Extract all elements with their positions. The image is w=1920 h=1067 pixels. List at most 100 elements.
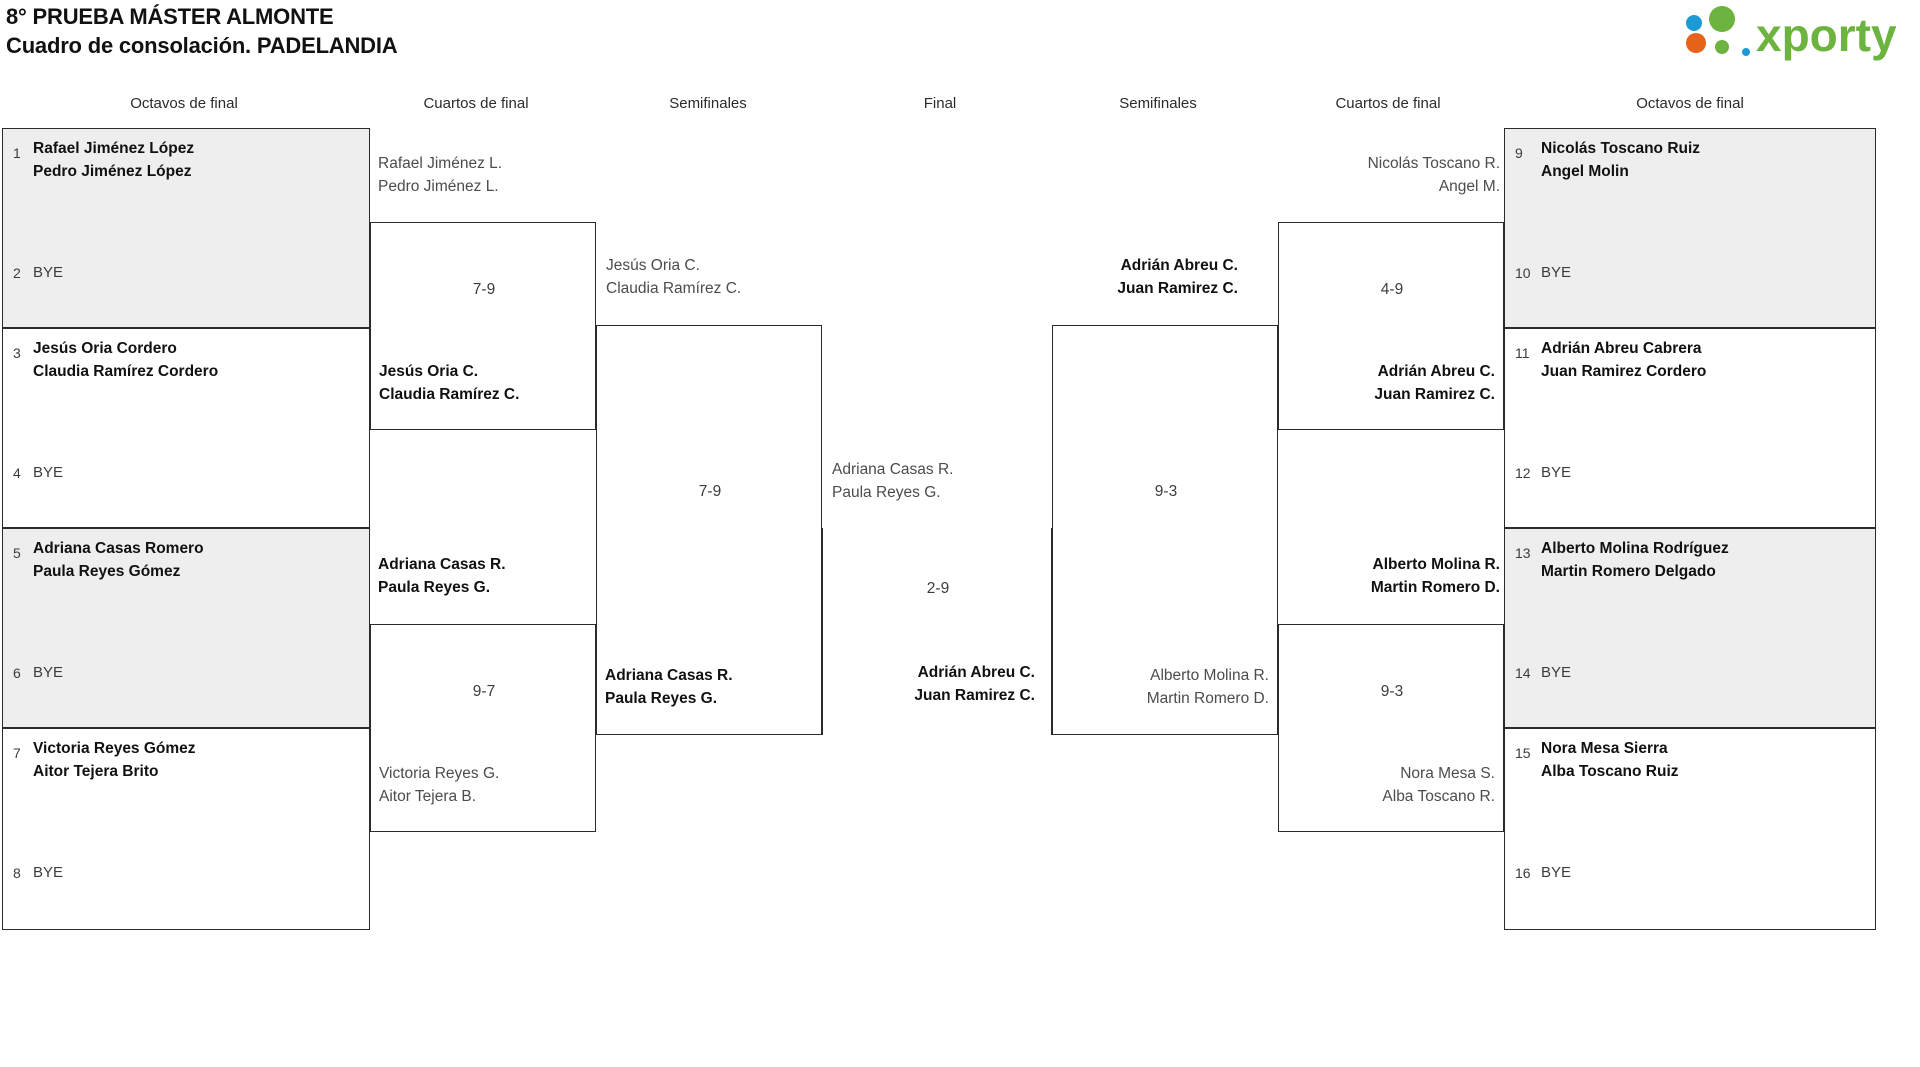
player-name: Rafael Jiménez L. — [378, 155, 503, 172]
match-right-r16-4[interactable]: 15 Nora Mesa Sierra Alba Toscano Ruiz 16… — [1504, 728, 1876, 930]
player-name: Angel M. — [1438, 178, 1500, 195]
bye-label: BYE — [33, 264, 64, 281]
player-name: Angel Molin — [1541, 163, 1629, 180]
player-name: Adriana Casas R. — [832, 461, 954, 478]
seed-number: 5 — [13, 545, 21, 561]
bye-label: BYE — [1541, 264, 1572, 281]
match-right-sf-1[interactable]: 9-3 Alberto Molina R. Martin Romero D. — [1052, 325, 1278, 735]
player-name: Claudia Ramírez C. — [379, 386, 520, 403]
player-name: Adriana Casas R. — [605, 667, 733, 684]
match-score: 9-3 — [1380, 683, 1404, 700]
seed-number: 11 — [1515, 345, 1530, 361]
player-name: Alberto Molina R. — [1150, 667, 1269, 684]
page-title: 8° PRUEBA MÁSTER ALMONTE Cuadro de conso… — [6, 2, 398, 60]
bye-label: BYE — [33, 864, 64, 881]
player-name: Pedro Jiménez López — [33, 163, 192, 180]
player-name: Nicolás Toscano R. — [1367, 155, 1500, 172]
player-name: Aitor Tejera Brito — [33, 763, 159, 780]
xporty-logo[interactable]: xporty — [1678, 6, 1908, 64]
seed-number: 1 — [13, 145, 21, 161]
match-left-qf-1[interactable]: 7-9 Jesús Oria C. Claudia Ramírez C. — [370, 222, 596, 430]
player-name: Adriana Casas Romero — [33, 540, 204, 557]
player-name: Martin Romero D. — [1146, 690, 1269, 707]
player-name: Claudia Ramírez Cordero — [33, 363, 219, 380]
player-name: Alberto Molina R. — [1372, 556, 1500, 573]
match-left-r16-4[interactable]: 7 Victoria Reyes Gómez Aitor Tejera Brit… — [2, 728, 370, 930]
match-left-qf-2[interactable]: 9-7 Victoria Reyes G. Aitor Tejera B. — [370, 624, 596, 832]
seed-number: 3 — [13, 345, 21, 361]
match-final[interactable]: 2-9 Adrián Abreu C. Juan Ramirez C. — [822, 528, 1052, 735]
player-name: Nicolás Toscano Ruiz — [1541, 140, 1701, 157]
player-name: Alba Toscano R. — [1382, 788, 1495, 805]
match-score: 7-9 — [472, 281, 496, 298]
match-left-r16-3[interactable]: 5 Adriana Casas Romero Paula Reyes Gómez… — [2, 528, 370, 728]
match-left-r16-1[interactable]: 1 Rafael Jiménez López Pedro Jiménez Lóp… — [2, 128, 370, 328]
round-header-left-qf: Cuartos de final — [423, 95, 529, 112]
match-score: 9-7 — [472, 683, 496, 700]
match-left-r16-2[interactable]: 3 Jesús Oria Cordero Claudia Ramírez Cor… — [2, 328, 370, 528]
match-right-r16-2[interactable]: 11 Adrián Abreu Cabrera Juan Ramirez Cor… — [1504, 328, 1876, 528]
match-left-sf-1[interactable]: 7-9 Adriana Casas R. Paula Reyes G. — [596, 325, 822, 735]
seed-number: 6 — [13, 665, 21, 681]
bye-label: BYE — [1541, 664, 1572, 681]
player-name: Paula Reyes G. — [832, 484, 941, 501]
round-header-right-qf: Cuartos de final — [1335, 95, 1441, 112]
seed-number: 2 — [13, 265, 21, 281]
seed-number: 8 — [13, 865, 21, 881]
player-name: Adrián Abreu C. — [1377, 363, 1495, 380]
seed-number: 12 — [1515, 465, 1531, 481]
player-name: Jesús Oria C. — [606, 257, 700, 274]
match-score: 2-9 — [926, 580, 950, 597]
player-name: Paula Reyes G. — [605, 690, 718, 707]
match-right-qf-2[interactable]: 9-3 Nora Mesa S. Alba Toscano R. — [1278, 624, 1504, 832]
seed-number: 16 — [1515, 865, 1531, 881]
match-right-qf-1[interactable]: 4-9 Adrián Abreu C. Juan Ramirez C. — [1278, 222, 1504, 430]
player-name: Victoria Reyes G. — [379, 765, 500, 782]
bye-label: BYE — [1541, 464, 1572, 481]
player-name: Rafael Jiménez López — [33, 140, 195, 157]
round-header-right-sf: Semifinales — [1119, 95, 1197, 112]
match-right-r16-1[interactable]: 9 Nicolás Toscano Ruiz Angel Molin 10 BY… — [1504, 128, 1876, 328]
player-name: Alberto Molina Rodríguez — [1541, 540, 1729, 557]
player-name: Juan Ramirez C. — [914, 687, 1035, 704]
match-score: 9-3 — [1154, 483, 1178, 500]
player-name: Juan Ramirez Cordero — [1541, 363, 1707, 380]
player-name: Martin Romero D. — [1370, 579, 1500, 596]
bye-label: BYE — [33, 464, 64, 481]
player-name: Juan Ramirez C. — [1117, 280, 1238, 297]
player-name: Victoria Reyes Gómez — [33, 740, 196, 757]
round-header-right-r16: Octavos de final — [1636, 95, 1744, 112]
player-name: Martin Romero Delgado — [1541, 563, 1716, 580]
seed-number: 4 — [13, 465, 21, 481]
seed-number: 13 — [1515, 545, 1531, 561]
player-name: Aitor Tejera B. — [379, 788, 477, 805]
seed-number: 14 — [1515, 665, 1531, 681]
player-name: Adrián Abreu C. — [917, 664, 1035, 681]
seed-number: 10 — [1515, 265, 1531, 281]
player-name: Juan Ramirez C. — [1374, 386, 1495, 403]
player-name: Adriana Casas R. — [378, 556, 506, 573]
seed-number: 7 — [13, 745, 21, 761]
match-score: 7-9 — [698, 483, 722, 500]
player-name: Jesús Oria Cordero — [33, 340, 177, 357]
player-name: Pedro Jiménez L. — [378, 178, 499, 195]
player-name: Adrián Abreu C. — [1120, 257, 1238, 274]
player-name: Paula Reyes G. — [378, 579, 491, 596]
round-header-final: Final — [923, 95, 957, 112]
logo-wordmark: xporty — [1756, 9, 1897, 61]
player-name: Adrián Abreu Cabrera — [1541, 340, 1702, 357]
title-line-2: Cuadro de consolación. PADELANDIA — [6, 33, 398, 58]
player-name: Nora Mesa S. — [1400, 765, 1495, 782]
seed-number: 9 — [1515, 145, 1523, 161]
player-name: Nora Mesa Sierra — [1541, 740, 1668, 757]
title-line-1: 8° PRUEBA MÁSTER ALMONTE — [6, 4, 334, 29]
player-name: Claudia Ramírez C. — [606, 280, 742, 297]
bye-label: BYE — [33, 664, 64, 681]
match-right-r16-3[interactable]: 13 Alberto Molina Rodríguez Martin Romer… — [1504, 528, 1876, 728]
match-score: 4-9 — [1380, 281, 1404, 298]
logo-dots — [1686, 6, 1750, 56]
seed-number: 15 — [1515, 745, 1531, 761]
round-header-left-sf: Semifinales — [669, 95, 747, 112]
player-name: Paula Reyes Gómez — [33, 563, 181, 580]
